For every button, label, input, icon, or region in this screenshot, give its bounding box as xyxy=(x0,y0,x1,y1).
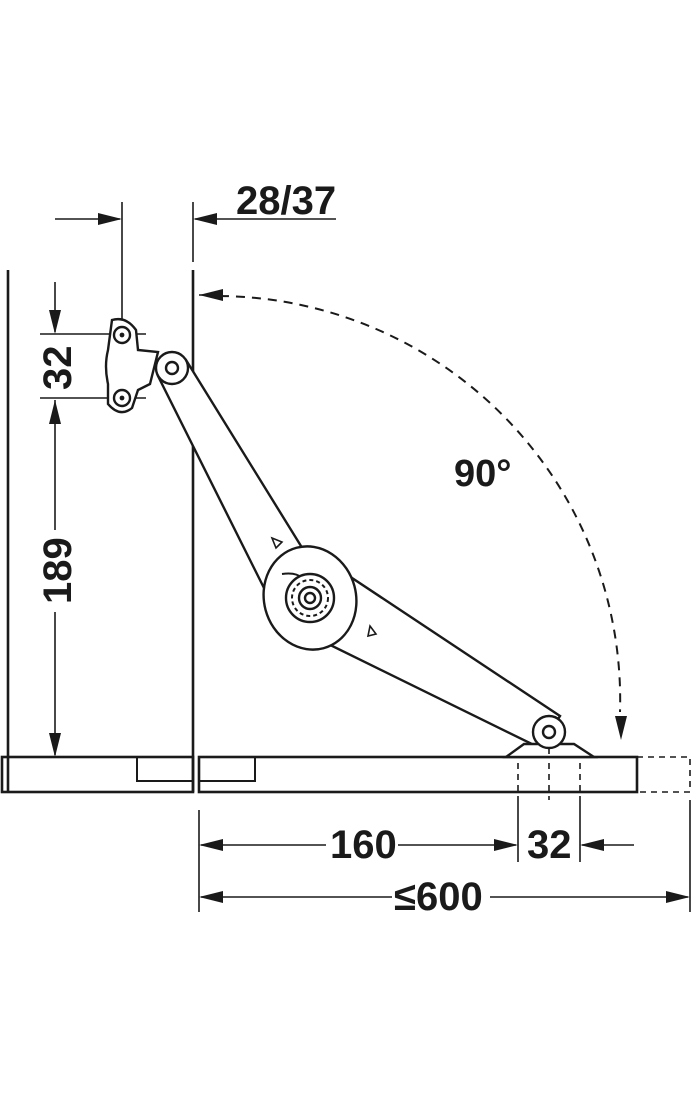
dimension-top-gap-label: 28/37 xyxy=(236,179,336,223)
dimension-mount-height: 189 xyxy=(36,400,80,757)
opening-angle-label: 90° xyxy=(454,453,511,495)
upper-arm xyxy=(154,350,324,602)
dimension-mount-height-label: 189 xyxy=(36,537,80,604)
upper-mounting-bracket xyxy=(104,317,160,414)
spring-housing xyxy=(262,545,358,651)
dimension-hole-spacing-vertical-label: 32 xyxy=(36,346,80,391)
cabinet-bottom-left xyxy=(0,755,195,794)
dimension-max-depth-label: ≤600 xyxy=(394,875,483,919)
dimension-hole-spacing-horizontal-label: 32 xyxy=(527,823,572,867)
dimension-max-depth: ≤600 xyxy=(199,800,691,919)
dimension-base-distance: 160 xyxy=(198,800,519,912)
opening-angle-arc: 90° xyxy=(199,289,627,740)
dimension-hole-spacing-horizontal: 32 xyxy=(527,800,634,867)
cabinet-side-panel xyxy=(6,270,195,792)
dimension-top-gap: 28/37 xyxy=(55,179,336,322)
lid-panel xyxy=(197,752,691,800)
lower-mounting-plate xyxy=(502,714,599,759)
dimension-base-distance-label: 160 xyxy=(330,823,397,867)
